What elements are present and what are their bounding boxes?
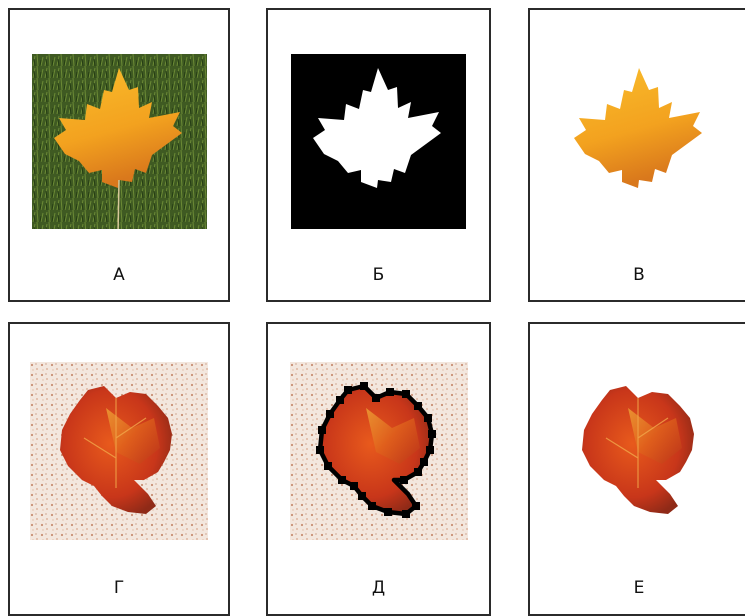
panel-d: Д <box>266 322 491 616</box>
red-leaf-isolated-image <box>552 362 730 540</box>
red-leaf-on-sand-image <box>30 362 208 540</box>
panel-label: Б <box>268 265 489 285</box>
leaf-mask-image <box>291 54 466 229</box>
panel-label: Д <box>268 578 489 598</box>
panel-b: Б <box>266 8 491 302</box>
panel-g: Г <box>8 322 230 616</box>
panel-label: В <box>530 265 745 285</box>
panel-a: А <box>8 8 230 302</box>
panel-label: Е <box>530 578 745 598</box>
panel-v: В <box>528 8 745 302</box>
leaf-on-grass-image <box>32 54 207 229</box>
leaf-isolated-image <box>552 54 727 229</box>
panel-label: А <box>10 265 228 285</box>
panel-e: Е <box>528 322 745 616</box>
panel-label: Г <box>10 578 228 598</box>
leaf-path-selection-image <box>290 362 468 540</box>
